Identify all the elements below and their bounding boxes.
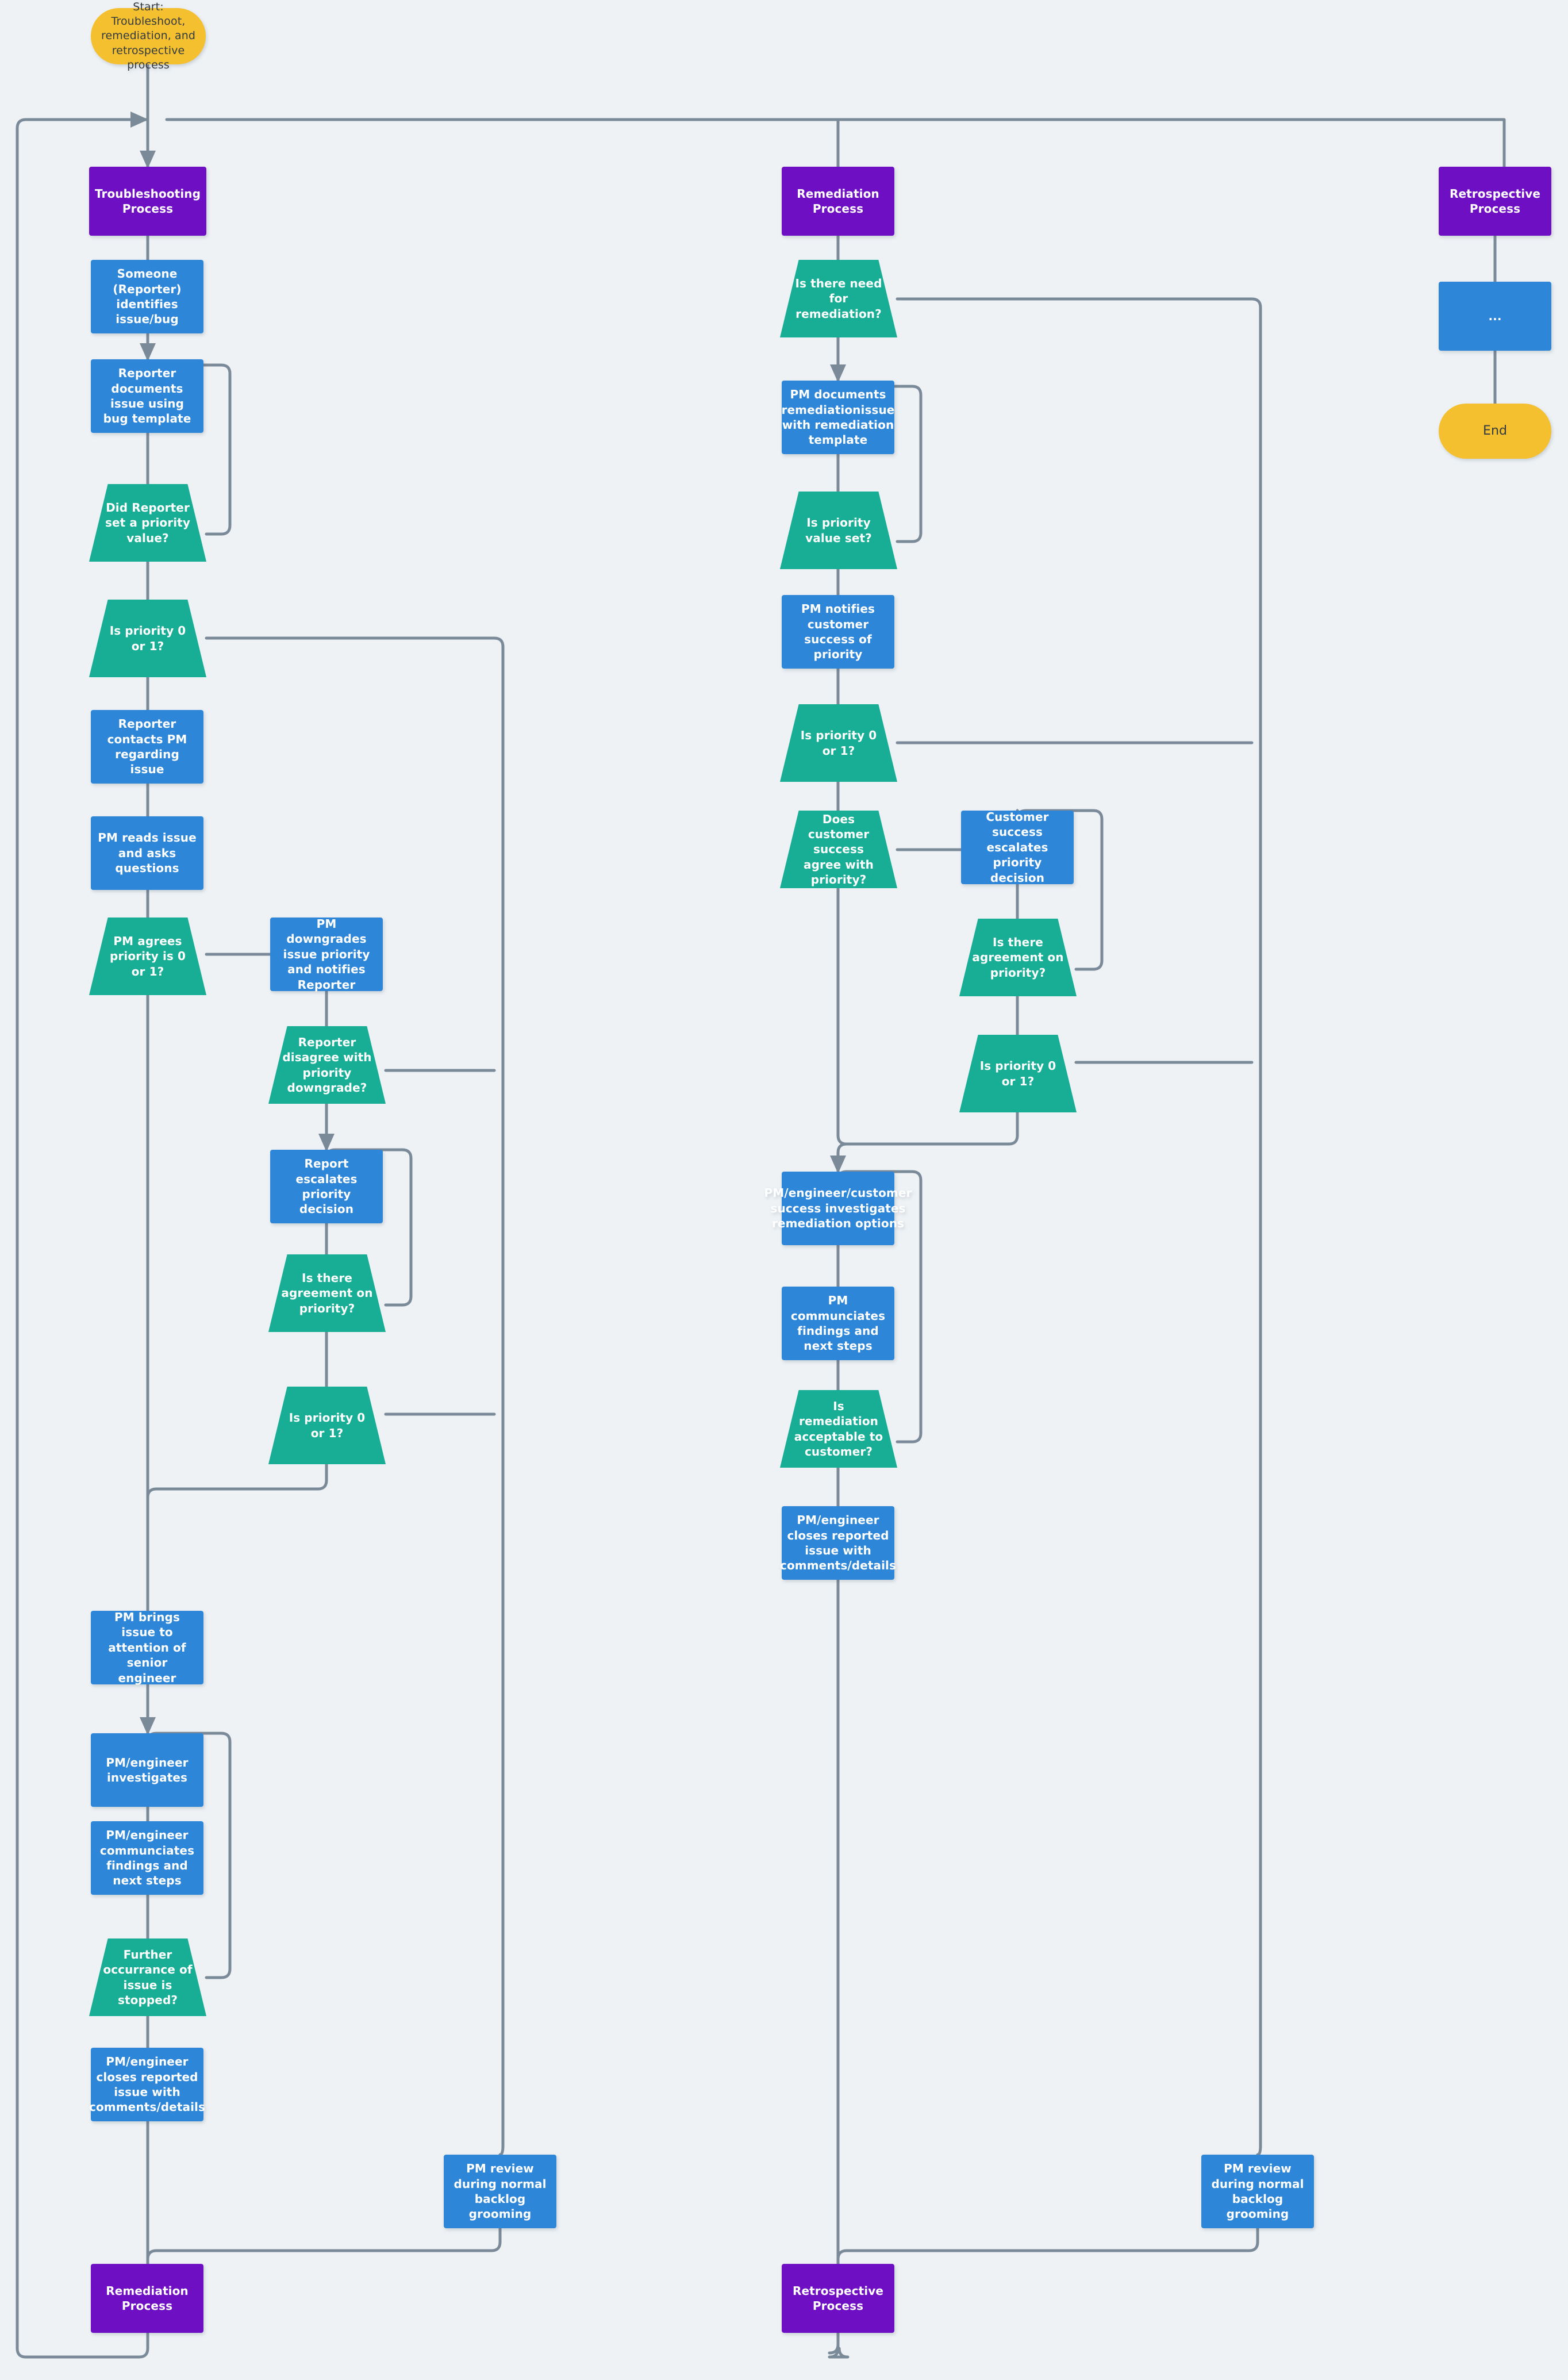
node-label-ts_15: PM/engineer communciates findings and ne… [99, 1828, 195, 1888]
node-rm_end_phase[interactable]: Retrospective Process [782, 2264, 894, 2333]
node-rm_4[interactable]: PM notifies customer success of priority [782, 595, 894, 669]
node-label-rm_2: PM documents remediationissue with remed… [781, 387, 895, 447]
node-ts_13[interactable]: PM brings issue to attention of senior e… [91, 1610, 203, 1685]
node-ts_8[interactable]: PM downgrades issue priority and notifie… [270, 917, 383, 992]
node-ts_17[interactable]: PM/engineer closes reported issue with c… [89, 2048, 205, 2121]
node-label-rm_7: Customer success escalates priority deci… [986, 810, 1049, 885]
node-label-rm_5: Is priority 0 or 1? [800, 728, 877, 758]
node-rm_10[interactable]: PM/engineer/customer success investigate… [764, 1172, 912, 1245]
node-ts_4[interactable]: Is priority 0 or 1? [89, 600, 206, 677]
node-label-ts_9: Reporter disagree with priority downgrad… [282, 1035, 372, 1095]
node-ts_3[interactable]: Did Reporter set a priority value? [89, 484, 206, 562]
node-ts_16[interactable]: Further occurrance of issue is stopped? [89, 1938, 206, 2016]
node-ts_12[interactable]: Is priority 0 or 1? [268, 1387, 386, 1464]
node-rm_5[interactable]: Is priority 0 or 1? [780, 704, 897, 782]
node-label-rm_12: Is remediation acceptable to customer? [794, 1399, 883, 1458]
node-label-ts_6: PM reads issue and asks questions [98, 831, 197, 876]
node-ts_5[interactable]: Reporter contacts PM regarding issue [91, 710, 203, 784]
node-label-ts_7: PM agrees priority is 0 or 1? [110, 934, 186, 978]
node-label-ts_16: Further occurrance of issue is stopped? [103, 1947, 193, 2007]
node-label-ts_13: PM brings issue to attention of senior e… [108, 1610, 186, 1685]
node-ts_11[interactable]: Is there agreement on priority? [268, 1254, 386, 1332]
node-rm_9[interactable]: Is priority 0 or 1? [959, 1035, 1077, 1112]
node-start[interactable]: Start: Troubleshoot, remediation, and re… [91, 1, 206, 71]
node-label-ts_phase: Troubleshooting Process [94, 186, 201, 216]
node-label-ts_4: Is priority 0 or 1? [109, 624, 186, 653]
node-ts_14[interactable]: PM/engineer investigates [91, 1733, 203, 1807]
node-ts_backlog[interactable]: PM review during normal backlog grooming [444, 2155, 556, 2228]
node-label-ts_11: Is there agreement on priority? [281, 1270, 373, 1315]
node-label-ts_12: Is priority 0 or 1? [289, 1411, 366, 1440]
node-label-rm_11: PM communciates findings and next steps [790, 1293, 886, 1353]
node-ts_15[interactable]: PM/engineer communciates findings and ne… [91, 1821, 203, 1895]
node-label-ts_5: Reporter contacts PM regarding issue [107, 717, 187, 777]
node-label-ts_14: PM/engineer investigates [106, 1755, 189, 1784]
node-label-rm_6: Does customer success agree with priorit… [804, 812, 874, 887]
node-end[interactable]: End [1439, 404, 1551, 459]
edge-ts12-ts13 [146, 1462, 328, 1613]
node-ts_10[interactable]: Report escalates priority decision [270, 1150, 383, 1223]
node-rm_11[interactable]: PM communciates findings and next steps [782, 1287, 894, 1360]
node-rm_12[interactable]: Is remediation acceptable to customer? [780, 1390, 897, 1468]
node-label-ts_17: PM/engineer closes reported issue with c… [89, 2055, 206, 2114]
edge-bus-top [165, 118, 1506, 168]
node-label-ts_end_phase: Remediation Process [106, 2283, 189, 2313]
node-label-ts_1: Someone (Reporter) identifies issue/bug [113, 267, 182, 327]
edge-wrap-middle [828, 2331, 850, 2359]
edge-rmbacklog-endphase [836, 2227, 1259, 2266]
node-label-rm_1: Is there need for remediation? [795, 276, 882, 321]
node-label-rm_end_phase: Retrospective Process [792, 2283, 884, 2313]
node-label-end: End [1482, 424, 1508, 439]
node-ts_2[interactable]: Reporter documents issue using bug templ… [91, 359, 203, 433]
edge-backlog-endphase [146, 2227, 502, 2266]
node-ts_phase[interactable]: Troubleshooting Process [89, 167, 206, 236]
edge-wrap-left [16, 112, 149, 2359]
edge-wrap-middle-2 [828, 2331, 840, 2355]
node-rm_3[interactable]: Is priority value set? [780, 492, 897, 569]
node-label-ts_10: Report escalates priority decision [295, 1157, 358, 1216]
node-label-rt_1: ... [1488, 309, 1502, 323]
node-rm_2[interactable]: PM documents remediationissue with remed… [782, 381, 894, 454]
node-ts_1[interactable]: Someone (Reporter) identifies issue/bug [91, 260, 203, 333]
node-rm_7[interactable]: Customer success escalates priority deci… [961, 810, 1074, 885]
node-ts_7[interactable]: PM agrees priority is 0 or 1? [89, 918, 206, 995]
node-rm_1[interactable]: Is there need for remediation? [780, 260, 897, 337]
edge-rm9-rm10 [830, 1111, 1019, 1174]
edge-rm1-backlog [896, 297, 1262, 2156]
node-ts_9[interactable]: Reporter disagree with priority downgrad… [268, 1026, 386, 1104]
node-label-ts_8: PM downgrades issue priority and notifie… [283, 917, 370, 992]
node-label-ts_2: Reporter documents issue using bug templ… [103, 366, 191, 426]
node-rm_8[interactable]: Is there agreement on priority? [959, 919, 1077, 996]
node-label-rm_4: PM notifies customer success of priority [801, 602, 875, 662]
node-label-rt_phase: Retrospective Process [1449, 186, 1541, 216]
node-rt_phase[interactable]: Retrospective Process [1439, 167, 1551, 236]
node-label-rm_10: PM/engineer/customer success investigate… [764, 1186, 912, 1231]
node-rm_backlog[interactable]: PM review during normal backlog grooming [1201, 2155, 1314, 2228]
node-rm_13[interactable]: PM/engineer closes reported issue with c… [780, 1506, 896, 1580]
node-ts_6[interactable]: PM reads issue and asks questions [91, 816, 203, 890]
node-label-rm_9: Is priority 0 or 1? [979, 1059, 1056, 1088]
node-label-ts_backlog: PM review during normal backlog grooming [454, 2162, 547, 2221]
node-label-rm_backlog: PM review during normal backlog grooming [1211, 2162, 1304, 2221]
node-ts_end_phase[interactable]: Remediation Process [91, 2264, 203, 2333]
node-label-rm_3: Is priority value set? [805, 516, 872, 545]
node-label-rm_phase: Remediation Process [797, 186, 879, 216]
node-rt_1[interactable]: ... [1439, 282, 1551, 351]
node-label-ts_3: Did Reporter set a priority value? [105, 500, 190, 545]
node-label-start: Start: Troubleshoot, remediation, and re… [101, 1, 196, 71]
node-rm_6[interactable]: Does customer success agree with priorit… [780, 811, 897, 888]
node-label-rm_8: Is there agreement on priority? [972, 935, 1064, 980]
node-label-rm_13: PM/engineer closes reported issue with c… [780, 1513, 897, 1573]
node-rm_phase[interactable]: Remediation Process [782, 167, 894, 236]
